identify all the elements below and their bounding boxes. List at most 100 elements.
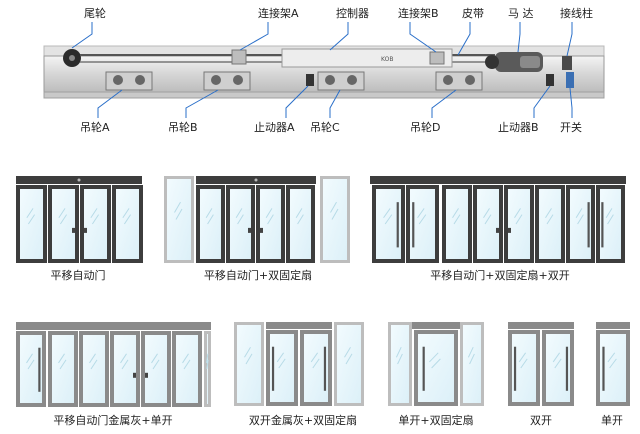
glass-reflection (330, 201, 337, 213)
glass-reflection (431, 358, 441, 369)
glass-pane (20, 335, 42, 403)
glass-reflection (345, 353, 353, 365)
lock-icon (248, 227, 251, 233)
glass-reflection (245, 353, 253, 365)
connector-a (231, 49, 247, 65)
lock-icon (84, 227, 87, 233)
glass-pane (230, 189, 251, 259)
glass-reflection (89, 353, 96, 364)
glass-reflection (417, 208, 425, 219)
caption-door-1: 平移自动门 (51, 268, 106, 282)
label-terminal: 接线柱 (560, 6, 593, 20)
glass-reflection (175, 208, 183, 220)
glass-reflection (609, 358, 617, 369)
glass-pane (207, 334, 208, 404)
glass-reflection (120, 353, 127, 364)
glass-reflection (207, 214, 214, 225)
label-controller: 控制器 (336, 6, 369, 20)
glass-reflection (121, 359, 129, 370)
label-hanger-c: 吊轮C (310, 120, 340, 134)
door-header (266, 322, 332, 329)
glass-reflection (607, 352, 616, 363)
switch (566, 72, 574, 88)
glass-pane (52, 189, 75, 259)
glass-reflection (206, 359, 209, 370)
glass-reflection (467, 346, 474, 358)
glass-reflection (518, 352, 527, 363)
caption-door-7: 双开 (530, 414, 552, 427)
glass-reflection (331, 208, 339, 220)
glass-reflection (515, 214, 523, 225)
label-stopper-b: 止动器B (498, 121, 539, 134)
glass-pane (391, 325, 409, 403)
lock-icon (260, 227, 263, 233)
glass-reflection (235, 208, 243, 219)
glass-reflection (546, 214, 554, 225)
glass-reflection (27, 359, 35, 370)
glass-pane (600, 189, 621, 259)
glass-pane (84, 189, 107, 259)
door-header (370, 176, 626, 184)
glass-reflection (484, 214, 492, 225)
glass-pane (20, 189, 43, 259)
lock-icon (496, 227, 499, 233)
caption-door-8: 单开 (601, 414, 623, 427)
glass-reflection (183, 359, 191, 370)
glass-reflection (483, 208, 490, 219)
terminal (562, 56, 572, 70)
lock-icon (72, 227, 75, 233)
glass-pane (446, 189, 468, 259)
glass-reflection (90, 359, 98, 370)
glass-pane (114, 335, 136, 403)
glass-reflection (575, 208, 583, 219)
glass-reflection (384, 214, 393, 225)
label-hanger-b: 吊轮B (168, 120, 198, 134)
glass-reflection (265, 208, 273, 219)
caption-door-5: 双开金属灰+双固定扇 (249, 413, 357, 427)
label-belt: 皮带 (462, 7, 484, 20)
glass-reflection (514, 208, 521, 219)
glass-reflection (552, 352, 561, 363)
glass-reflection (59, 359, 67, 370)
door-header (508, 322, 574, 329)
glass-pane (145, 335, 167, 403)
glass-pane (323, 179, 347, 260)
glass-reflection (383, 208, 391, 219)
glass-pane (176, 335, 198, 403)
glass-pane (570, 189, 591, 259)
top-labels: 尾轮 连接架A 控制器 连接架B 皮带 马 达 接线柱 (71, 6, 593, 57)
label-stopper-a: 止动器A (254, 121, 295, 134)
glass-pane (83, 335, 105, 403)
glass-reflection (278, 358, 286, 369)
caption-door-3: 平移自动门+双固定扇+双开 (430, 268, 569, 282)
hanger-wheels (105, 71, 483, 91)
glass-reflection (26, 208, 34, 219)
sensor-icon (77, 178, 81, 182)
door-type-grid (16, 176, 630, 407)
glass-reflection (395, 346, 402, 358)
rail-bottom-lip (43, 91, 605, 99)
glass-reflection (26, 353, 33, 364)
label-motor: 马 达 (508, 7, 534, 20)
glass-reflection (174, 201, 181, 213)
glass-reflection (344, 346, 351, 358)
glass-reflection (205, 353, 209, 363)
controller-box (281, 48, 453, 68)
glass-reflection (453, 214, 461, 225)
glass-reflection (429, 352, 439, 363)
glass-reflection (59, 214, 68, 225)
connector-b (429, 51, 445, 65)
caption-door-6: 单开+双固定扇 (398, 413, 473, 427)
glass-reflection (312, 358, 320, 369)
mechanism-assembly: KOB (43, 45, 605, 99)
glass-pane (200, 189, 221, 259)
caption-door-4: 平移自动门金属灰+单开 (53, 413, 172, 427)
sensor-icon (254, 178, 258, 182)
glass-reflection (276, 352, 285, 363)
door-header (596, 322, 630, 329)
glass-reflection (123, 214, 132, 225)
glass-pane (539, 189, 561, 259)
glass-reflection (267, 214, 274, 225)
glass-reflection (244, 346, 251, 358)
glass-reflection (295, 208, 303, 219)
